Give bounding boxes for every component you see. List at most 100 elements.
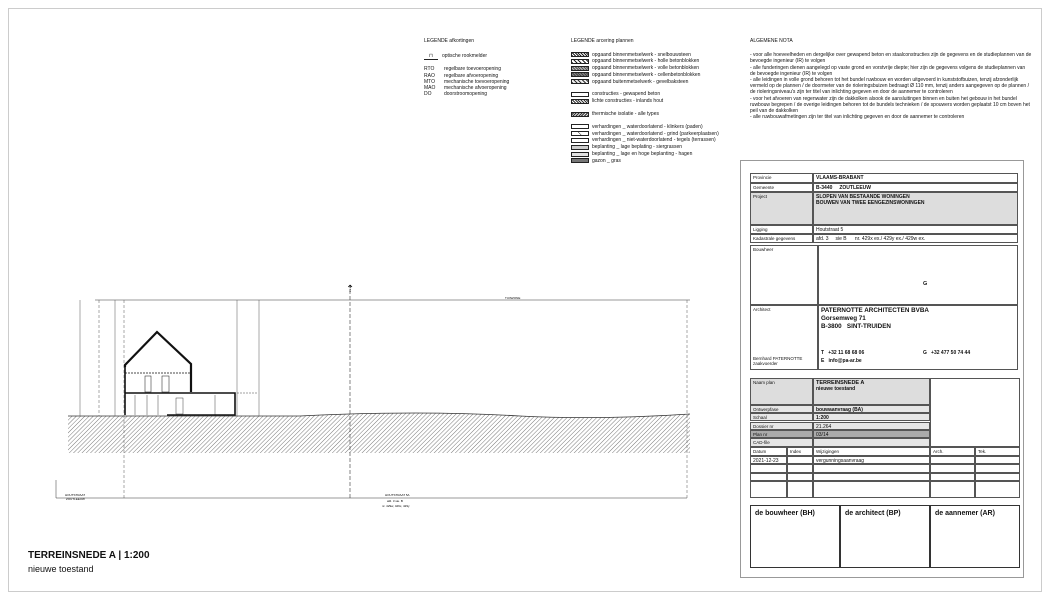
drawing-subtitle: nieuwe toestand (28, 564, 94, 574)
revision-cell (975, 455, 1020, 464)
hatch-swatch-icon (571, 124, 589, 130)
plot-section-label: afd. 3 sie. B (387, 499, 403, 503)
hatch-legend-text: opgaand binnenmetselwerk - snelbouwsteen (592, 51, 691, 58)
bouwheer-g: G (923, 281, 928, 287)
project-line-2: BOUWEN VAN TWEE EENGEZINSWONINGEN (816, 200, 925, 206)
hatch-swatch-icon (571, 111, 589, 117)
revision-cell (787, 464, 813, 473)
hatch-legend-item: opgaand binnenmetselwerk - volle betonbl… (571, 65, 741, 72)
hatch-legend-item: constructies - gewapend beton (571, 91, 741, 98)
signature-aannemer: de aannemer (AR) (930, 505, 1020, 568)
earth-hatch (68, 413, 690, 453)
hatch-swatch-icon (571, 138, 589, 144)
revision-cell (930, 455, 975, 464)
label-schaal: Schaal (750, 413, 813, 421)
revision-cell (813, 464, 930, 473)
architect-mobile: G +32 477 50 74 44 (923, 350, 971, 356)
plot-street-label: HOUTSTRAAT 5A (385, 493, 410, 497)
label-bouwheer: Bouwheer (750, 245, 818, 305)
hatch-legend-item: beplanting _ lage en hoge beplanting - h… (571, 151, 741, 158)
legend-hatch-title: LEGENDE arcering plannen (571, 38, 634, 44)
architect-street: Gorsemweg 71 (821, 315, 866, 322)
site-section-drawing: ⇡ HOUTSTRAAT ZOUTLEEUW HOUTSTRAAT 5A afd… (55, 284, 691, 508)
hatch-swatch-icon (571, 52, 589, 58)
hatch-swatch-icon (571, 144, 589, 150)
label-provincie: Provincie (750, 173, 813, 183)
architect-phone: T +32 11 68 68 06 (821, 350, 865, 356)
revision-header-cell: Arch. (930, 447, 975, 456)
legend-abbr-title: LEGENDE afkortingen (424, 38, 475, 44)
hatch-legend-item: gazon _ gras (571, 158, 741, 165)
revision-cell (813, 481, 930, 498)
architect-email: E info@pa-ar.be (821, 358, 862, 364)
architect-role: zaakvoerder (753, 361, 778, 366)
house-section (123, 330, 258, 416)
hatch-legend-text: opgaand buitenmetselwerk - gevelbaksteen (592, 78, 689, 85)
value-kadaster: afd. 3 sie B nr. 429x ex./ 429y ex./ 429… (813, 234, 1018, 243)
note-line: - alle leidingen in volle grond behoren … (750, 77, 1029, 96)
revision-cell (750, 472, 787, 481)
hatch-legend-text: gazon _ gras (592, 157, 621, 164)
garden-zone-label: TUINZONE (505, 296, 520, 300)
label-cad: CAD-file (750, 438, 813, 447)
label-plan-name: Naam plan (750, 378, 813, 405)
label-gemeente: Gemeente (750, 183, 813, 192)
architect-name: PATERNOTTE ARCHITECTEN BVBA (821, 307, 929, 314)
value-schaal: 1:200 (813, 413, 930, 421)
label-plannr: Plan nr (750, 430, 813, 438)
hatch-swatch-icon (571, 65, 589, 71)
revision-header-cell: Wijzigingen (813, 447, 930, 456)
note-line: - voor alle hoeveelheden en dergelijke o… (750, 52, 1032, 65)
hatch-legend-text: beplanting _ lage beplating - siergrasse… (592, 144, 683, 151)
hatch-legend-text: verhardingen _ niet-waterdoorlatend - te… (592, 137, 716, 144)
value-bouwheer: G (818, 245, 1018, 305)
hatch-group: verhardingen _ waterdoorlatend - klinker… (571, 124, 741, 165)
signature-architect: de architect (BP) (840, 505, 930, 568)
value-architect: PATERNOTTE ARCHITECTEN BVBA Gorsemweg 71… (818, 305, 1018, 370)
smoke-detector-icon: ⊓ (424, 53, 438, 61)
legend-abbreviations: LEGENDE afkortingen ⊓ optische rookmelder… (424, 38, 574, 97)
hatch-swatch-icon (571, 58, 589, 64)
hatch-legend-text: constructies - gewapend beton (592, 91, 661, 98)
smoke-detector-label: optische rookmelder (442, 53, 488, 60)
hatch-legend-item: verhardingen _ waterdoorlatend - klinker… (571, 124, 741, 131)
hatch-legend-item: beplanting _ lage beplating - siergrasse… (571, 144, 741, 151)
revision-header-cell: Datum (750, 447, 787, 456)
hatch-swatch-icon (571, 158, 589, 164)
general-note: ALGEMENE NOTA - voor alle hoeveelheden e… (750, 38, 1032, 120)
hatch-legend-text: thermische isolatie - alle types (592, 111, 659, 118)
revision-cell (787, 472, 813, 481)
plan-blank-box (930, 378, 1020, 447)
revision-cell (930, 481, 975, 498)
architect-person: Bernhard PATERNOTTE (753, 356, 803, 361)
hatch-legend-item: verhardingen _ waterdoorlatend - grind (… (571, 130, 741, 137)
value-plannr: 03/14 (813, 430, 930, 438)
revision-cell (750, 464, 787, 473)
value-fase: bouwaanvraag (BA) (813, 405, 930, 413)
label-dossier: Dossier nr (750, 422, 813, 430)
hatch-legend-text: opgaand binnenmetselwerk - cellenbetonbl… (592, 71, 701, 78)
label-fase: Ontwerpfase (750, 405, 813, 413)
hatch-legend-item: opgaand buitenmetselwerk - gevelbaksteen (571, 78, 741, 85)
hatch-group: opgaand binnenmetselwerk - snelbouwsteen… (571, 51, 741, 85)
abbr-code: MTO (424, 78, 436, 85)
revision-cell: vergunningsaanvraag (813, 455, 930, 464)
abbr-text: mechanische toevoeropening (444, 78, 510, 85)
street-left-label: HOUTSTRAAT (65, 493, 85, 497)
project-line-1: SLOPEN VAN BESTAANDE WONINGEN (816, 194, 910, 200)
hatch-swatch-icon (571, 92, 589, 98)
page-border (8, 8, 1042, 592)
label-ligging: Ligging (750, 225, 813, 234)
label-kadaster: Kadastrale gegevens (750, 234, 813, 243)
abbr-code: RTO (424, 66, 435, 73)
revision-cell (930, 464, 975, 473)
legend-hatching: LEGENDE arcering plannen opgaand binnenm… (571, 38, 741, 170)
plan-name-2: nieuwe toestand (816, 386, 856, 392)
note-title: ALGEMENE NOTA (750, 38, 793, 44)
hatch-legend-item: opgaand binnenmetselwerk - snelbouwsteen (571, 51, 741, 58)
hatch-legend-item: opgaand binnenmetselwerk - holle betonbl… (571, 58, 741, 65)
plot-number-label: nr. 429w, 429x, 429y (382, 504, 410, 508)
abbr-code: RAO (424, 72, 435, 79)
